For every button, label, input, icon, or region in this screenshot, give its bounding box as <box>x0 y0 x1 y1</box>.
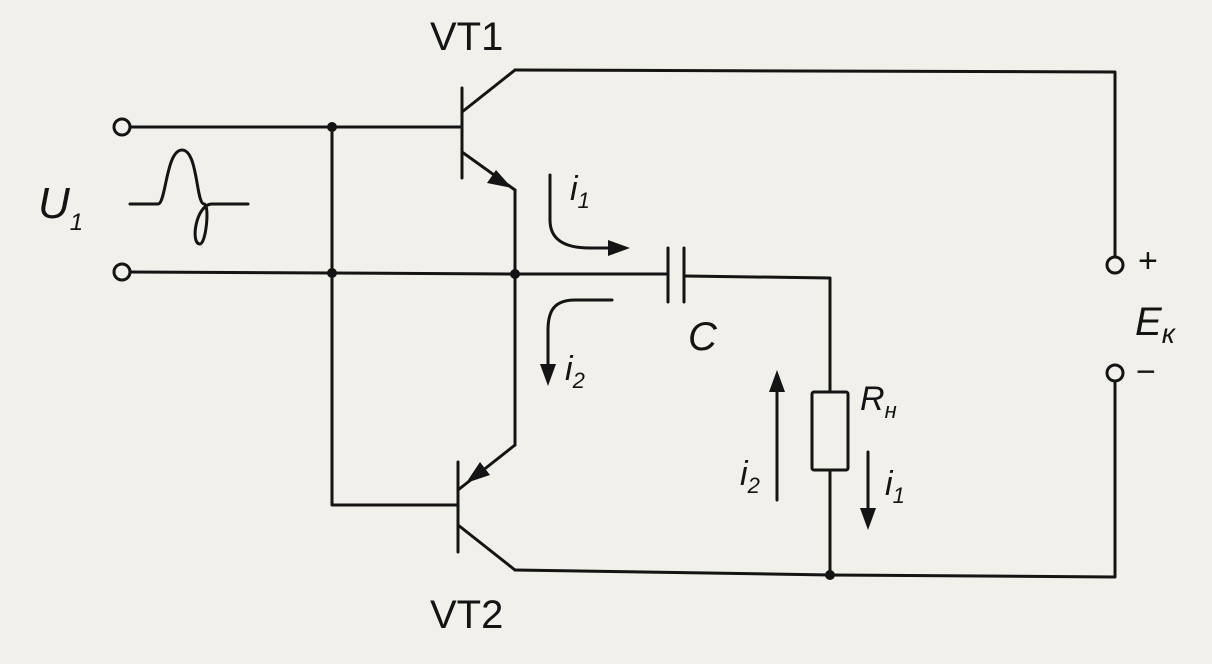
current-i2-arrowhead <box>540 364 556 386</box>
label-input-voltage-sub: 1 <box>70 209 83 236</box>
vt2-emitter-arrow <box>466 462 490 483</box>
label-supply-main: E <box>1135 300 1163 344</box>
label-supply-plus: + <box>1138 242 1158 280</box>
input-terminal-top <box>112 117 132 137</box>
label-vt1: VT1 <box>430 15 503 59</box>
label-load: Rн <box>860 380 897 423</box>
transistor-vt1 <box>460 68 517 192</box>
node-midpoint <box>510 269 520 279</box>
supply-terminal-minus <box>1105 363 1125 383</box>
load-current-i2-arrowhead <box>769 370 785 392</box>
label-vt2: VT2 <box>430 593 503 637</box>
label-supply: Eк <box>1135 300 1177 349</box>
label-load-current-i2-main: i <box>740 455 749 493</box>
label-load-current-i2: i2 <box>740 455 760 498</box>
transistor-vt2 <box>456 443 517 572</box>
label-load-current-i2-sub: 2 <box>747 473 760 498</box>
node-input-junction <box>327 268 337 278</box>
load-current-i1-arrowhead <box>860 508 876 530</box>
label-load-sub: н <box>885 398 897 423</box>
label-current-i2: i2 <box>565 350 585 393</box>
circuit-wires <box>128 68 1117 579</box>
node-load-bottom <box>825 570 835 580</box>
label-current-i2-main: i <box>565 350 574 388</box>
wire-base-bus <box>330 125 460 507</box>
label-current-i1-sub: 1 <box>578 188 590 213</box>
label-input-voltage: U1 <box>38 179 83 236</box>
label-input-voltage-main: U <box>38 179 70 228</box>
wire-vt1-collector-to-supply <box>513 68 1117 260</box>
label-current-i1-main: i <box>570 170 579 208</box>
supply-terminal-plus <box>1105 255 1125 275</box>
label-supply-sub: к <box>1162 318 1177 349</box>
load-resistor <box>810 390 850 472</box>
wire-input-bottom-to-mid <box>128 270 517 276</box>
input-terminal-bottom <box>112 262 132 282</box>
capacitor-c <box>666 246 686 304</box>
label-load-main: R <box>860 380 885 418</box>
current-i1-arrowhead <box>608 240 630 256</box>
label-capacitor: C <box>688 315 718 359</box>
sine-signal-icon <box>128 148 250 246</box>
label-current-i2-sub: 2 <box>572 368 585 393</box>
label-current-i1: i1 <box>570 170 590 213</box>
label-load-current-i1: i1 <box>885 465 905 508</box>
wire-capacitor-to-load <box>683 274 832 394</box>
label-load-current-i1-sub: 1 <box>893 483 905 508</box>
current-i2-arrow <box>546 298 614 370</box>
current-i1-arrow <box>548 173 614 250</box>
vt1-emitter-arrow <box>487 170 512 188</box>
node-base-junction <box>327 122 337 132</box>
label-supply-minus: − <box>1136 353 1156 391</box>
label-load-current-i1-main: i <box>885 465 894 503</box>
wire-bottom-rail <box>513 373 1117 579</box>
